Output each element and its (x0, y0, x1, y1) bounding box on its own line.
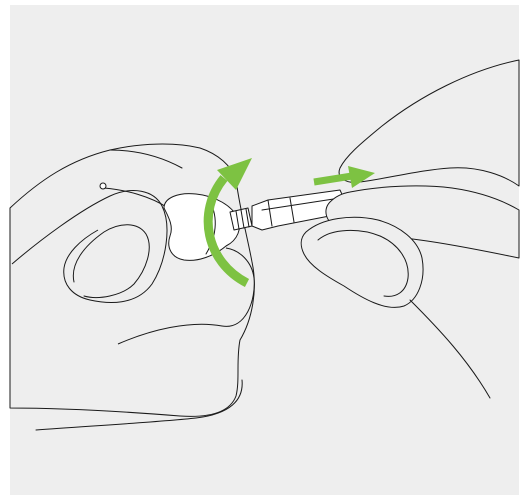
right-hand-wrist (410, 300, 490, 398)
earpiece-wire-tip (100, 183, 106, 189)
right-hand-back (339, 60, 519, 186)
right-hand (301, 60, 519, 398)
